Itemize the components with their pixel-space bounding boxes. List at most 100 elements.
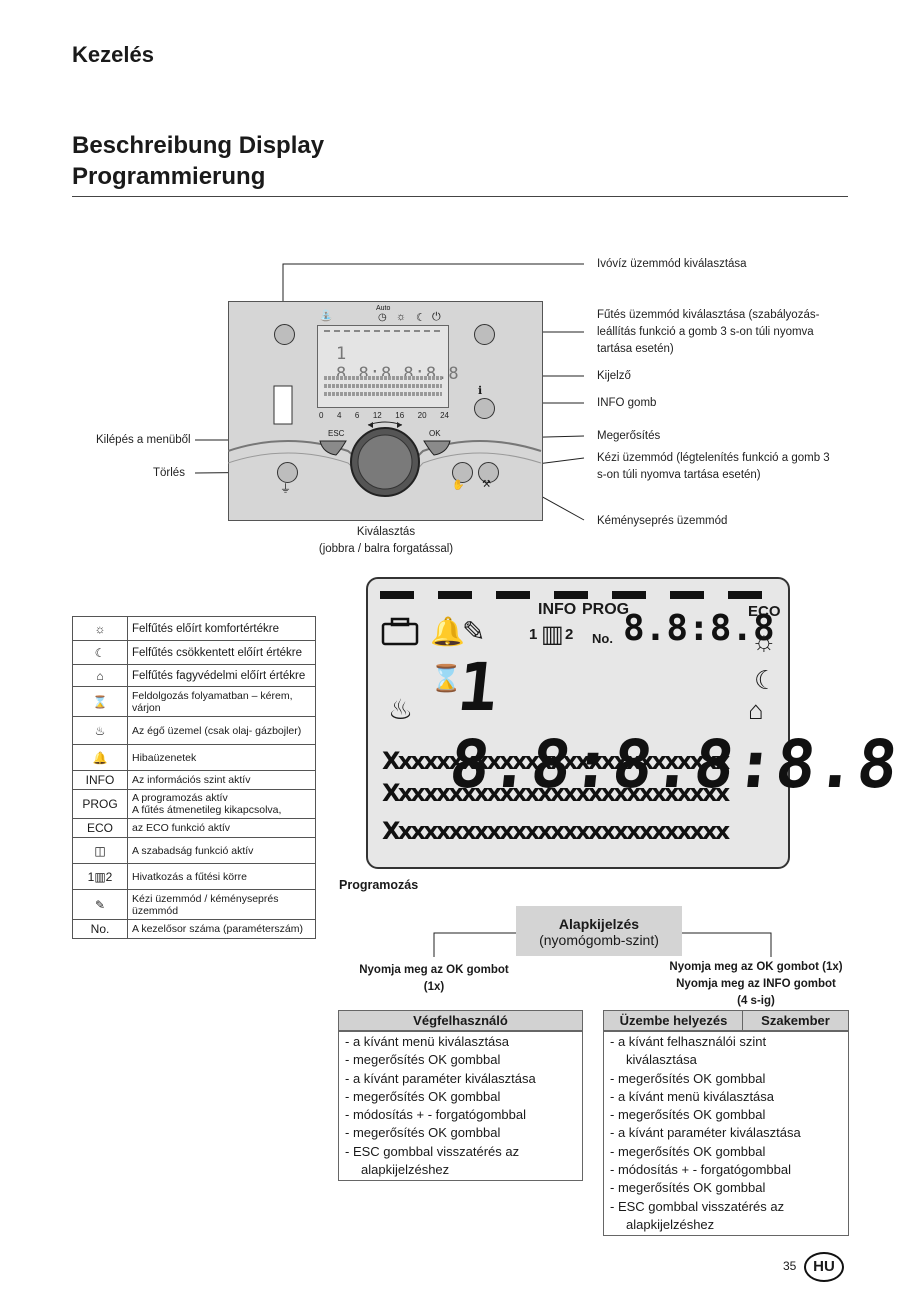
page-title: Beschreibung Display Programmierung <box>72 130 324 192</box>
info-small-icon: ℹ <box>478 385 483 397</box>
step-item: - a kívánt paraméter kiválasztása <box>610 1125 801 1141</box>
ok-label: OK <box>429 429 441 438</box>
symbol-row: ☼Felfűtés előírt komfortértékre <box>72 616 316 641</box>
sun-icon: ☼ <box>72 616 128 641</box>
symbol-description: Felfűtés fagyvédelmi előírt értékre <box>127 664 316 687</box>
hour-scale: 0 4 6 12 16 20 24 <box>319 411 449 420</box>
symbol-code: INFO <box>72 770 128 790</box>
symbol-description: Hibaüzenetek <box>127 744 316 771</box>
chimney-sweep-button[interactable] <box>478 462 499 483</box>
left-instruction: Nyomja meg az OK gombot (1x) <box>348 962 520 996</box>
right-instruction-line: Nyomja meg az INFO gombot <box>676 978 836 990</box>
frost-house-icon: ⌂ <box>72 664 128 687</box>
heating-mode-button[interactable] <box>474 324 495 345</box>
symbol-code: PROG <box>72 789 128 819</box>
flow-connectors <box>433 932 772 957</box>
callout-dhw: Ivóvíz üzemmód kiválasztása <box>597 258 747 270</box>
lcd-prog: PROG <box>582 601 630 618</box>
symbol-description: Hivatkozás a fűtési körre <box>127 863 316 890</box>
callout-select-line: Kiválasztás <box>356 526 416 538</box>
bell-icon: 🔔 <box>430 616 465 647</box>
symbol-description: Felfűtés előírt komfortértékre <box>127 616 316 641</box>
symbol-description: az ECO funkció aktív <box>127 818 316 838</box>
callout-heating: Fűtés üzemmód kiválasztása (szabályozás-… <box>597 307 819 358</box>
root-subtitle: (nyomógomb-szint) <box>539 932 659 948</box>
title-rule <box>72 196 848 197</box>
symbol-row: ⌛Feldolgozás folyamatban – kérem, várjon <box>72 686 316 717</box>
callout-delete: Törlés <box>153 467 185 479</box>
lcd-display: 🔔 ✎ INFO PROG ECO 1 ▥ 2 No. 8.8:8.8 ☼ ⌛ … <box>366 577 902 869</box>
symbol-description: Feldolgozás folyamatban – kérem, várjon <box>127 686 316 717</box>
callout-heating-line: tartása esetén) <box>597 343 674 355</box>
left-instruction-line: (1x) <box>423 981 445 993</box>
callout-heating-line: Fűtés üzemmód kiválasztása (szabályozás- <box>597 309 820 321</box>
info-button[interactable] <box>474 398 495 419</box>
symbol-description: Kézi üzemmód / kéményseprés üzemmód <box>127 889 316 920</box>
lcd-segments <box>380 591 762 646</box>
page-number: 35 <box>783 1259 797 1273</box>
suitcase-icon: ◫ <box>72 837 128 864</box>
page-title-line2: Programmierung <box>72 163 266 190</box>
lcd-text-row: Xxxxxxxxxxxxxxxxxxxxxxxxxxx <box>382 817 730 845</box>
page-title-line1: Beschreibung Display <box>72 132 325 159</box>
callout-select-line: (jobbra / balra forgatással) <box>318 543 454 555</box>
lcd-moon-icon: ☾ <box>754 665 778 695</box>
hour-tick: 24 <box>440 411 449 420</box>
step-item: - ESC gombbal visszatérés az <box>345 1143 520 1159</box>
symbol-row: ◫A szabadság funkció aktív <box>72 837 316 864</box>
lcd-circuit-left: 1 <box>529 626 538 643</box>
lcd-circuit-right: 2 <box>565 626 574 643</box>
callout-manual-line: s-on túli nyomva tartása esetén) <box>597 469 761 481</box>
symbol-code: ECO <box>72 818 128 838</box>
root-box: Alapkijelzés (nyomógomb-szint) <box>516 906 682 956</box>
flame-icon: ♨ <box>72 716 128 745</box>
step-item: - a kívánt menü kiválasztása <box>345 1034 510 1049</box>
manual-mode-button[interactable] <box>452 462 473 483</box>
callout-display: Kijelző <box>597 370 631 382</box>
step-item: - ESC gombbal visszatérés az <box>610 1198 785 1214</box>
hour-tick: 0 <box>319 411 324 420</box>
right-instruction-line: Nyomja meg az OK gombot (1x) <box>669 961 843 973</box>
clock-icon: ◷ <box>378 312 387 323</box>
wrench-icon: ✎ <box>462 616 486 647</box>
step-item: - megerősítés OK gombbal <box>610 1107 766 1123</box>
callout-confirm: Megerősítés <box>597 430 661 442</box>
lcd-no: No. <box>592 631 613 646</box>
hour-tick: 6 <box>354 411 360 420</box>
symbol-description: A szabadság funkció aktív <box>127 837 316 864</box>
callout-manual-line: Kézi üzemmód (légtelenítés funkció a gom… <box>597 452 830 464</box>
ok-button[interactable] <box>421 438 449 456</box>
symbol-row: 🔔Hibaüzenetek <box>72 744 316 771</box>
language-badge: HU <box>804 1252 844 1282</box>
step-item: - megerősítés OK gombbal <box>610 1143 766 1159</box>
hourglass-icon: ⌛ <box>72 686 128 717</box>
moon-small-icon: ☾ <box>416 312 426 324</box>
rotary-knob[interactable] <box>346 434 424 492</box>
step-item: - megerősítés OK gombbal <box>345 1125 501 1141</box>
step-item: alapkijelzéshez <box>626 1216 715 1232</box>
lcd-eco: ECO <box>748 603 781 620</box>
callout-select: Kiválasztás (jobbra / balra forgatással) <box>306 524 466 558</box>
step-item: - megerősítés OK gombbal <box>345 1052 501 1068</box>
lcd-hourglass-icon: ⌛ <box>430 663 463 693</box>
dhw-mode-button[interactable] <box>274 324 295 345</box>
root-title: Alapkijelzés <box>558 916 640 932</box>
delete-button[interactable] <box>277 462 298 483</box>
radiator-icon: ▥ <box>541 621 564 648</box>
hour-tick: 20 <box>417 411 427 420</box>
sun-small-icon: ☼ <box>396 311 407 323</box>
lcd-info: INFO <box>538 601 577 618</box>
moon-icon: ☾ <box>72 640 128 665</box>
step-item: - módosítás + - forgatógombbal <box>610 1162 792 1178</box>
broom-icon: ⚒ <box>482 479 491 490</box>
mini-display: 1 8.8:8.8:8.8 <box>317 325 459 408</box>
power-icon: ⏻ <box>432 311 441 323</box>
right-instruction: Nyomja meg az OK gombot (1x) Nyomja meg … <box>656 959 856 1010</box>
esc-button[interactable] <box>320 438 348 456</box>
symbol-description: Az információs szint aktív <box>127 770 316 790</box>
lcd-flame-icon: ♨ <box>388 694 414 725</box>
symbol-row: ☾Felfűtés csökkentett előírt értékre <box>72 640 316 665</box>
